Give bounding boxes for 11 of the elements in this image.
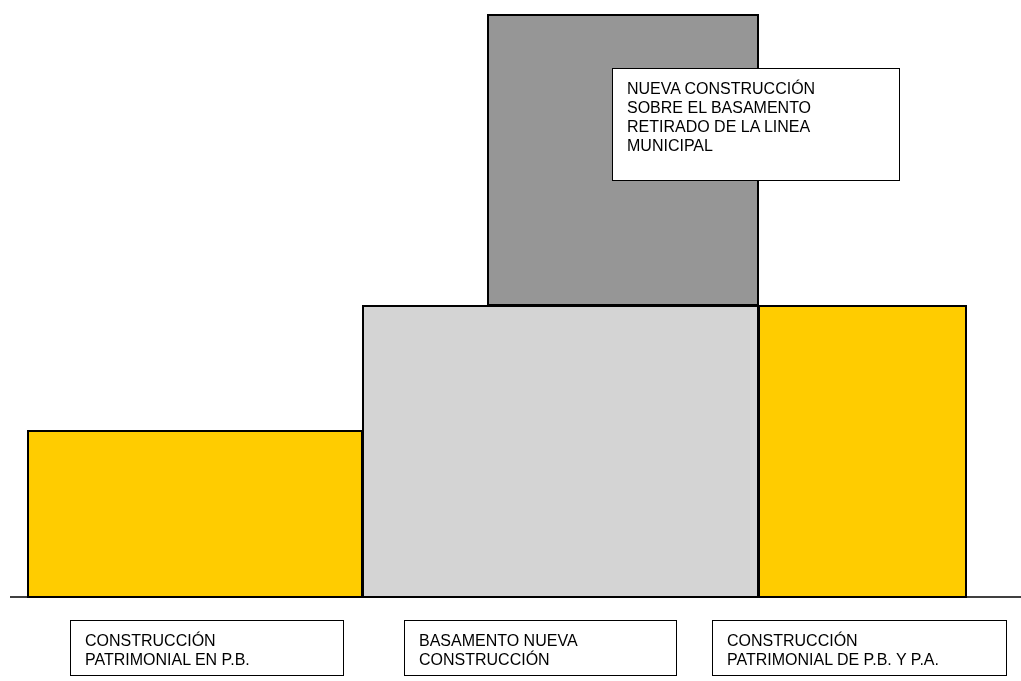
building-block <box>27 430 363 598</box>
label-text: BASAMENTO NUEVA CONSTRUCCIÓN <box>419 631 579 669</box>
label-box <box>70 620 344 676</box>
label-text: CONSTRUCCIÓN PATRIMONIAL EN P.B. <box>85 631 251 669</box>
note-tooltip <box>612 68 900 181</box>
label-box <box>712 620 1007 676</box>
label-text: NUEVA CONSTRUCCIÓN SOBRE EL BASAMENTO RETIRADO DE LA LINEA MUNICIPAL <box>627 79 817 155</box>
label-box <box>404 620 677 676</box>
label-text: CONSTRUCCIÓN PATRIMONIAL DE P.B. Y P.A. <box>727 631 940 669</box>
building-block <box>362 305 759 598</box>
building-block <box>758 305 967 598</box>
